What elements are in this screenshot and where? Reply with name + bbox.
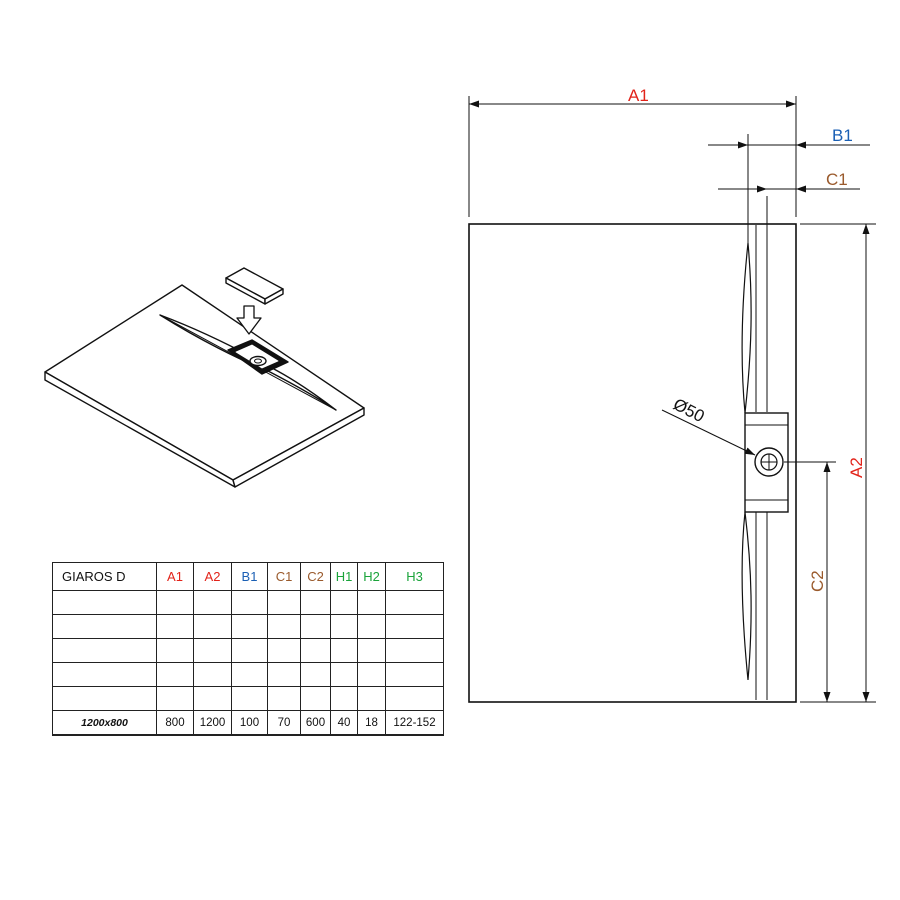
value-b1: 100 <box>231 710 268 736</box>
value-c1: 70 <box>267 710 301 736</box>
header-a1: A1 <box>156 562 194 591</box>
label-a2: A2 <box>847 457 866 478</box>
value-c2: 600 <box>300 710 331 736</box>
table-title: GIAROS D <box>52 562 157 591</box>
label-b1: B1 <box>832 126 853 145</box>
down-arrow-icon <box>236 305 262 335</box>
header-a2: A2 <box>193 562 232 591</box>
value-a2: 1200 <box>193 710 232 736</box>
plan-view <box>468 196 797 703</box>
value-a1: 800 <box>156 710 194 736</box>
label-a1: A1 <box>628 86 649 105</box>
header-h3: H3 <box>385 562 444 591</box>
table-row <box>52 638 444 663</box>
value-h2: 18 <box>357 710 386 736</box>
model-cell: 1200x800 <box>52 710 157 736</box>
tray-outline <box>468 223 797 703</box>
header-b1: B1 <box>231 562 268 591</box>
channel-upper <box>741 242 752 414</box>
table-row-model: 1200x800 800 1200 100 70 600 40 18 122-1… <box>52 710 444 736</box>
diameter-leader <box>661 409 756 456</box>
table-header-row: GIAROS D A1 A2 B1 C1 C2 H1 H2 H3 <box>52 562 444 591</box>
label-c2: C2 <box>808 570 827 592</box>
label-diameter: Ø50 <box>670 395 707 427</box>
table-row <box>52 614 444 639</box>
spec-table-wrapper: GIAROS D A1 A2 B1 C1 C2 H1 H2 H3 1200x80… <box>52 562 444 736</box>
spec-table: GIAROS D A1 A2 B1 C1 C2 H1 H2 H3 1200x80… <box>52 562 444 736</box>
header-c2: C2 <box>300 562 331 591</box>
tray-side-edge <box>232 407 365 488</box>
dimensions <box>468 96 876 703</box>
isometric-view <box>44 267 365 488</box>
header-h1: H1 <box>330 562 358 591</box>
table-row <box>52 662 444 687</box>
value-h3: 122-152 <box>385 710 444 736</box>
value-h1: 40 <box>330 710 358 736</box>
table-row <box>52 686 444 711</box>
tray-top-surface <box>44 284 365 481</box>
header-h2: H2 <box>357 562 386 591</box>
table-row <box>52 590 444 615</box>
header-c1: C1 <box>267 562 301 591</box>
channel-lower <box>741 511 752 681</box>
label-c1: C1 <box>826 170 848 189</box>
